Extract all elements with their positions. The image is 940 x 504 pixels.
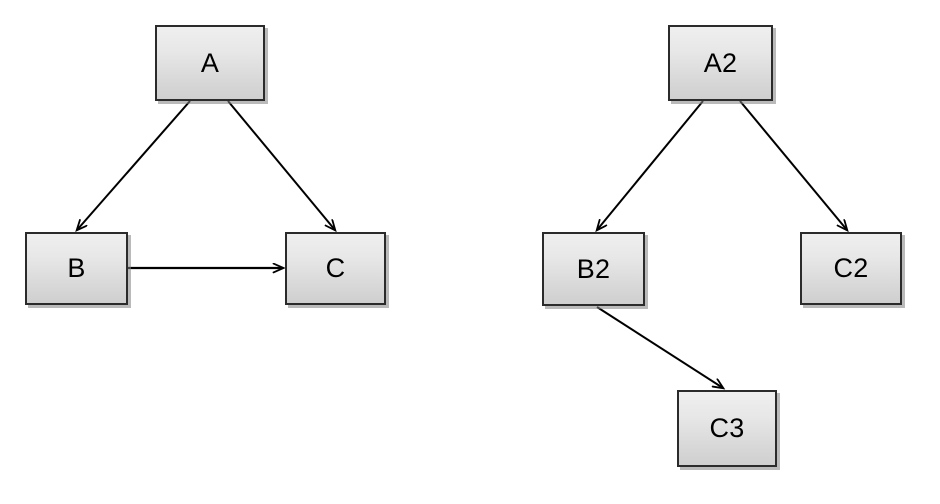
node-b2[interactable]: B2 (542, 232, 645, 306)
node-c3-label: C3 (709, 413, 745, 443)
edge-b2-c3 (596, 306, 723, 388)
node-c[interactable]: C (285, 232, 386, 305)
node-b-label: B (67, 253, 86, 283)
node-c-label: C (325, 253, 346, 283)
node-c2-label: C2 (833, 253, 869, 283)
node-b[interactable]: B (25, 232, 128, 305)
edge-a-c (227, 100, 335, 230)
node-a2[interactable]: A2 (668, 25, 773, 101)
node-a-label: A (200, 47, 220, 78)
node-a2-label: A2 (703, 47, 738, 78)
edge-a2-c2 (739, 100, 847, 230)
edge-a2-b2 (597, 100, 704, 230)
node-a[interactable]: A (155, 25, 265, 101)
node-b2-label: B2 (576, 253, 611, 284)
node-c2[interactable]: C2 (800, 232, 902, 305)
edge-a-b (77, 100, 191, 230)
node-c3[interactable]: C3 (677, 390, 777, 467)
